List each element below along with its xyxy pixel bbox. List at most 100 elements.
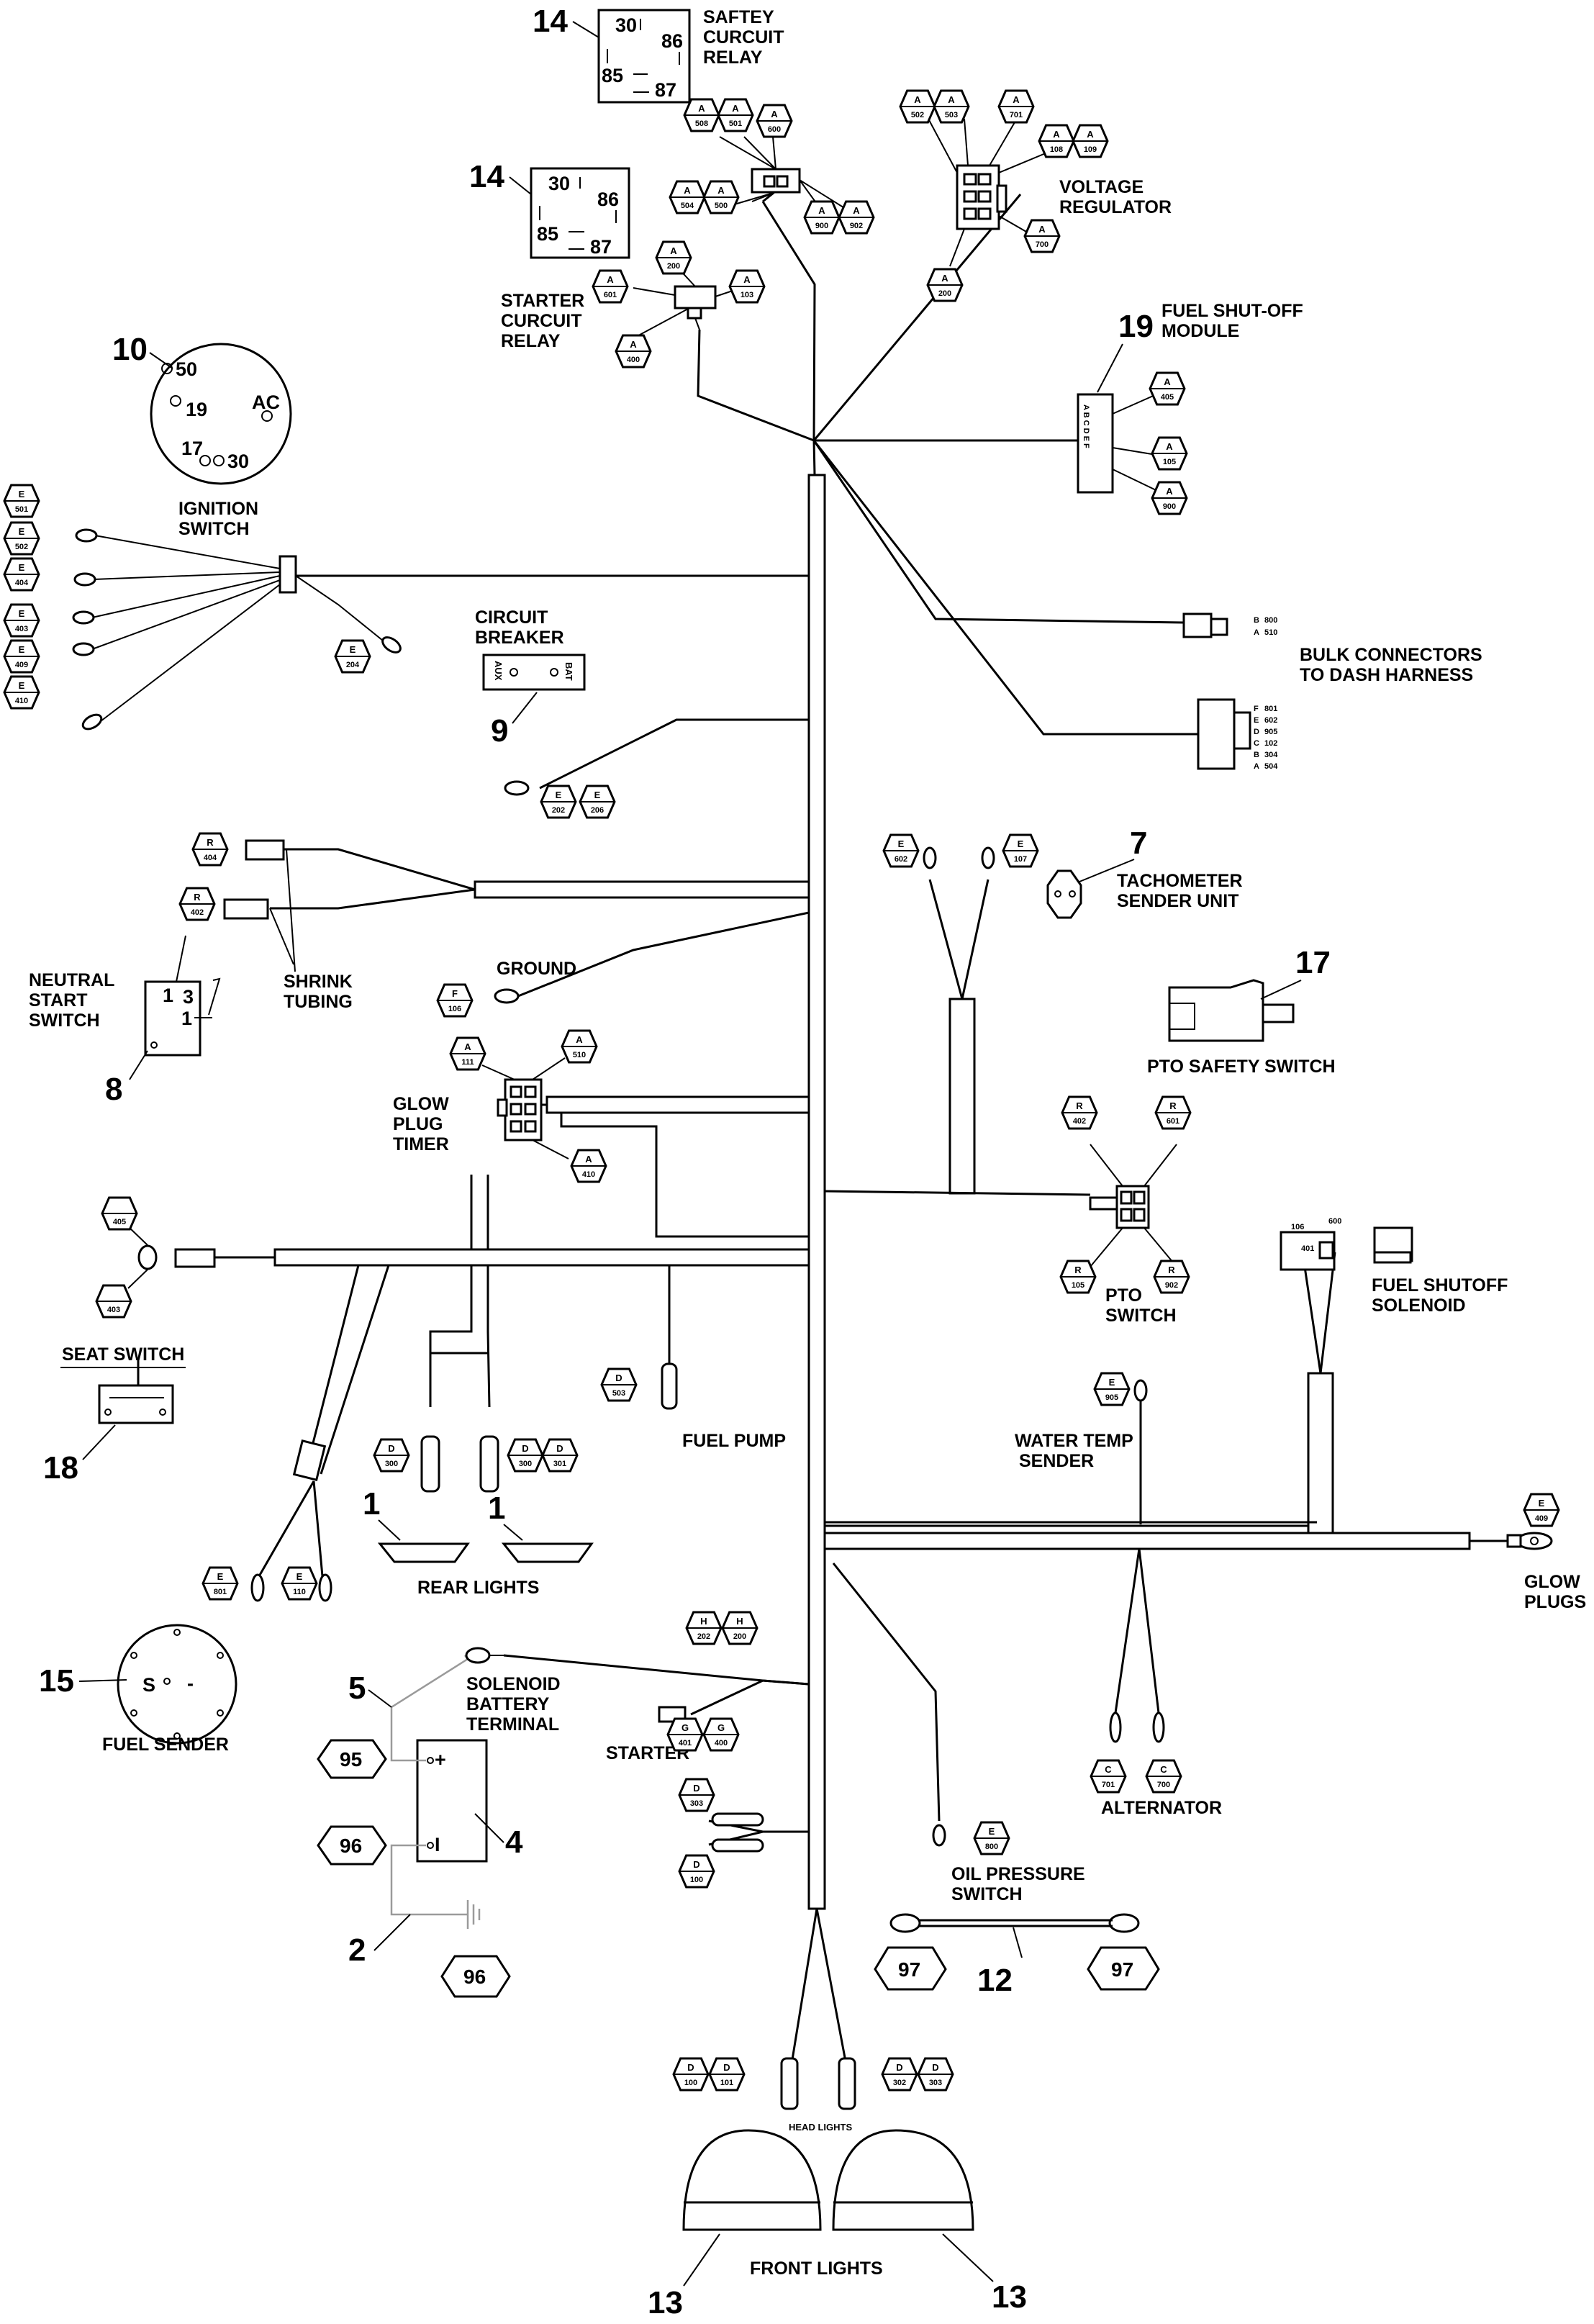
- fuel-pump: FUEL PUMP: [661, 1362, 786, 1451]
- label-ground: GROUND: [497, 959, 576, 979]
- wire-tag-number: 111: [461, 1058, 474, 1067]
- seat-switch: SEAT SWITCH 18: [43, 1226, 216, 1486]
- terminal-87: 87: [655, 79, 676, 101]
- terminal-30: 30: [615, 14, 637, 36]
- wire-tag-letter: E: [556, 790, 562, 800]
- callout-12: 12: [977, 1963, 1013, 1998]
- bulk-pin-letter: A: [1254, 628, 1259, 637]
- wire-tag-number: 303: [929, 2079, 942, 2087]
- tag-96: 96: [317, 1825, 387, 1866]
- bulk-pin-wire: 801: [1264, 705, 1277, 713]
- terminal-87: 87: [590, 236, 612, 258]
- ignition-switch: 50 19 AC 17 30 10 IGNITION SWITCH: [112, 332, 292, 539]
- wire-tag-letter: A: [941, 273, 948, 284]
- callout-1: 1: [488, 1491, 505, 1526]
- shrink-bus: [474, 880, 810, 899]
- wire-tag-number: 701: [1010, 111, 1023, 119]
- wire-tag: H 202: [685, 1611, 723, 1645]
- label-start: START: [29, 990, 87, 1010]
- wire-tag-number: 402: [191, 908, 204, 917]
- label-saftey: SAFTEY: [703, 7, 774, 27]
- wire-tag-number: 107: [1014, 855, 1027, 864]
- front-lights: HEAD LIGHTS FRONT LIGHTS 13 13: [648, 2057, 1027, 2320]
- terminal-17: 17: [181, 438, 203, 459]
- wire-tag-number: 202: [697, 1632, 710, 1641]
- terminal-negative: I: [435, 1834, 440, 1855]
- wire-tag-number: 510: [573, 1051, 586, 1059]
- wire-tag-letter: D: [896, 2062, 902, 2073]
- glow-plug-timer: GLOW PLUG TIMER: [393, 1057, 569, 1159]
- callout-14: 14: [469, 159, 504, 194]
- wire-tag-letter: E: [898, 838, 905, 849]
- wire-tag-number: 303: [690, 1799, 703, 1808]
- fuel-shutoff-module: A B C D E F 19 FUEL SHUT-OFF MODULE: [1077, 301, 1303, 497]
- wire-tag-number: 410: [15, 697, 28, 705]
- wire-tag-number: 410: [582, 1170, 595, 1179]
- wire-tag-letter: D: [693, 1783, 699, 1794]
- wire-tag-letter: D: [687, 2062, 694, 2073]
- bulk-pin-wire: 304: [1264, 751, 1278, 759]
- terminal-minus: -: [187, 1673, 194, 1694]
- eyelet: [250, 1573, 265, 1602]
- terminal-30: 30: [227, 451, 249, 472]
- wire-tag-number: 109: [1084, 145, 1097, 154]
- water-temp-sender: WATER TEMP SENDER: [1015, 1379, 1148, 1471]
- wire-tag-letter: E: [19, 644, 25, 655]
- wire-tag-letter: H: [700, 1616, 707, 1627]
- wire-tag-number: 409: [1535, 1514, 1548, 1523]
- wire-tag-letter: D: [388, 1443, 394, 1454]
- plug-connector: [711, 1812, 764, 1827]
- label-glow: GLOW: [1524, 1572, 1580, 1592]
- label-alternator: ALTERNATOR: [1101, 1798, 1222, 1818]
- bulk-pin-letter: D: [1254, 728, 1259, 736]
- circuit-breaker: AUX BAT CIRCUIT BREAKER 9: [475, 607, 586, 796]
- wire-tag-number: 300: [519, 1460, 532, 1468]
- wire-tag-letter: E: [19, 526, 25, 537]
- wire-tag-number: 103: [741, 291, 753, 299]
- callout-10: 10: [112, 332, 148, 367]
- solenoid-wire-b: 600: [1328, 1217, 1341, 1226]
- wire-tag-number: 905: [1105, 1393, 1118, 1402]
- alternator: ALTERNATOR: [1101, 1712, 1222, 1818]
- callout-9: 9: [491, 713, 508, 749]
- wire-tag-letter: R: [194, 892, 201, 903]
- wire-tag-letter: E: [350, 644, 356, 655]
- label-relay: RELAY: [703, 48, 763, 68]
- wire-tag-number: 403: [107, 1306, 120, 1314]
- wire-tag-letter: A: [1166, 486, 1173, 497]
- wire-tag-letter: R: [1168, 1265, 1175, 1275]
- svg-text:96: 96: [463, 1966, 486, 1988]
- glow-plugs: GLOW PLUGS: [1506, 1532, 1586, 1612]
- label-module: MODULE: [1161, 321, 1239, 341]
- wire-tag-letter: E: [19, 680, 25, 691]
- wire-tag-letter: E: [19, 489, 25, 499]
- label-head-lights: HEAD LIGHTS: [789, 2122, 852, 2133]
- label-seat-switch: SEAT SWITCH: [62, 1344, 184, 1365]
- terminal-aux: AUX: [493, 661, 504, 681]
- wire-tag-letter: A: [670, 245, 677, 256]
- wire-tag-letter: A: [607, 274, 614, 285]
- relay-box: [597, 9, 691, 104]
- label-ignition: IGNITION: [178, 499, 258, 519]
- label-starter: STARTER: [501, 291, 584, 311]
- wire-tag-number: 700: [1157, 1781, 1170, 1789]
